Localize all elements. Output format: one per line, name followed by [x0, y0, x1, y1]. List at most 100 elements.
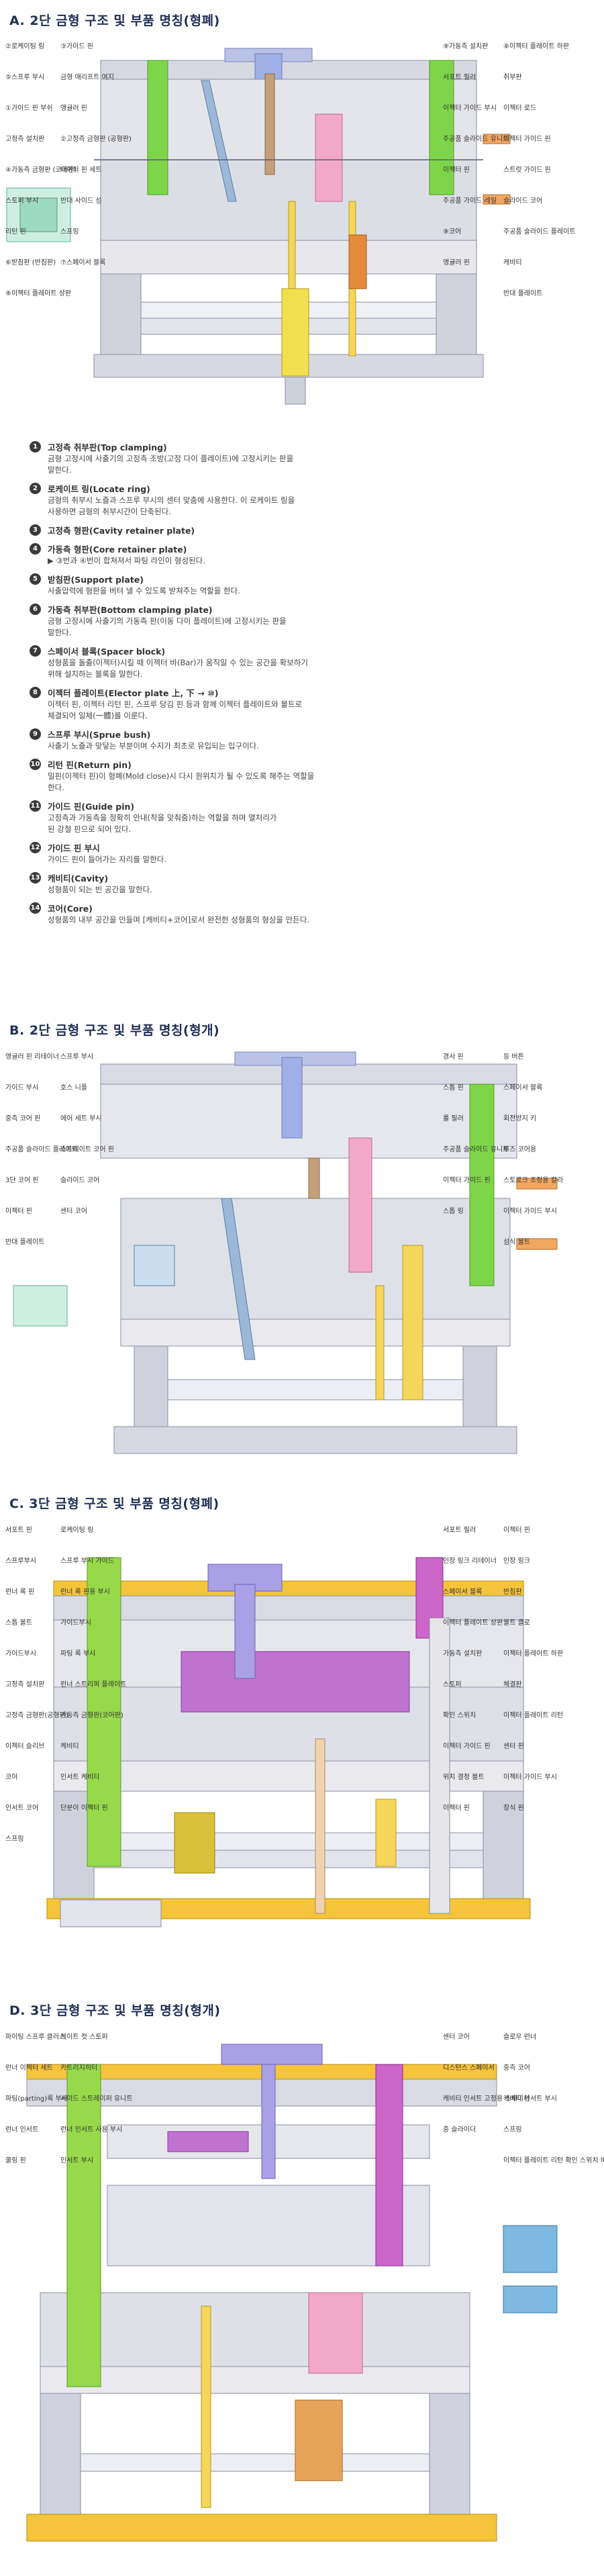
diagram-b-callout: 회전방지 키: [503, 1115, 537, 1123]
diagram-a-callout: 서포트 필러: [443, 74, 476, 81]
legend-item-description: 사출기 노즐과 맞닿는 부분이며 수지가 최초로 유입되는 입구이다.: [48, 741, 580, 752]
diagram-c-callout: 케비티: [60, 1743, 79, 1750]
legend-item-description: 금형 고정시에 사출기의 가동측 판(이동 다이 플레이트)에 고정시키는 판을…: [48, 616, 580, 638]
legend-item-description: 가이드 핀이 들어가는 자리를 말한다.: [48, 854, 580, 865]
diagram-c-callout: 인서트 코어: [5, 1805, 39, 1812]
diagram-b-callout: 롤 필러: [443, 1115, 464, 1123]
diagram-b-callout: 루즈 코어용: [503, 1146, 537, 1153]
diagram-a-callout: 반대 플레이트: [503, 290, 543, 297]
diagram-c-callout: 이젝터 핀: [503, 1527, 530, 1534]
diagram-d-callout: 파팅(parting)록 부시: [5, 2095, 68, 2103]
diagram-a-callout: ⑧이젝터 플레이트 하판: [503, 43, 570, 50]
section-d-title: D. 3단 금형 구조 및 부품 명칭(형개): [9, 2003, 221, 2018]
diagram-a-callout: ③가이드 핀: [60, 43, 93, 50]
section-c-title: C. 3단 금형 구조 및 부품 명칭(형폐): [9, 1496, 219, 1511]
legend-description-line: 사출압력에 형판을 버텨 낼 수 있도록 받쳐주는 역할을 한다.: [48, 586, 240, 595]
diagram-c-callout: 가이드부시: [60, 1619, 91, 1627]
legend-item-description: 성형품이 되는 빈 공간을 말한다.: [48, 884, 580, 896]
diagram-c-callout: 런너 록 핀: [5, 1588, 35, 1596]
legend-description-line: 위해 설치하는 블록을 말한다.: [48, 669, 143, 679]
diagram-c-callout: 파팅 록 부시: [60, 1650, 96, 1658]
diagram-c-callout: 가동측 금형판(코어판): [60, 1712, 123, 1719]
diagram-c-callout: 스프루 부시 가이드: [60, 1558, 114, 1565]
diagram-d-callout: 센터 코어: [443, 2034, 470, 2041]
diagram-a-callout: 반대 사이드 섬: [60, 197, 102, 205]
diagram-d-callout: 슬로우 런너: [503, 2034, 537, 2041]
diagram-a-callout: ④가동측 금형판 (코어판): [5, 166, 77, 174]
legend-description-line: 이젝터 핀, 이젝터 리턴 핀, 스프루 당김 핀 등과 함께 이젝터 플레이트…: [48, 700, 303, 709]
diagram-c-callout: 스프루부시: [5, 1558, 36, 1565]
diagram-d-callout: 쿨링 핀: [5, 2157, 26, 2164]
diagram-b-callout: 앵귤러 핀 리테이너: [5, 1053, 59, 1061]
legend-description-line: 성형품이 되는 빈 공간을 말한다.: [48, 885, 152, 894]
diagram-a-callout: 주공품 슬라이드 유니트: [443, 136, 509, 143]
legend-item-title: 받침판(Support plate): [48, 575, 144, 585]
legend-description-line: 가이드 핀이 들어가는 자리를 말한다.: [48, 855, 166, 864]
diagram-b-callout: 주공품 슬라이드 유니트: [443, 1146, 509, 1153]
diagram-c-callout: 체결판: [503, 1681, 522, 1688]
diagram-c-callout: 장식 핀: [503, 1805, 524, 1812]
legend-item-title: 가이드 핀 부시: [48, 843, 100, 853]
legend-description-line: 고정측과 가동측을 정확히 안내(착을 맞춰줌)하는 역할을 하며 열처리가: [48, 813, 277, 822]
diagram-a-callout: 앵귤러 핀: [443, 259, 470, 267]
diagram-a-callout: ⑧이젝터 플레이트 상판: [5, 290, 72, 297]
diagram-b-callout: 이젝터 가이드 핀: [443, 1177, 491, 1184]
legend-item-description: ▶ ③번과 ④번이 합쳐져서 파팅 라인이 형성된다.: [48, 555, 580, 567]
diagram-a-callout: ②고정측 금형판 (공형판): [60, 136, 132, 143]
diagram-c-callout: 가이드부시: [5, 1650, 36, 1658]
diagram-c-callout: 센터 핀: [503, 1743, 524, 1750]
diagram-a-callout: 주공품 슬라이드 플레이트: [503, 228, 576, 236]
diagram-c-callout: 로케이팅 링: [60, 1527, 94, 1534]
legend-description-line: 사용하면 금형의 취부시간이 단축된다.: [48, 507, 171, 516]
diagram-a-callout: 캐비티: [503, 259, 522, 267]
diagram-c-callout: 런너 스트리퍼 플레이트: [60, 1681, 127, 1688]
legend-number-badge: 1: [30, 441, 41, 452]
diagram-b-callout: 스토로크 조정용 칼라: [503, 1177, 564, 1184]
diagram-d-callout: 디스턴스 스페이서: [443, 2064, 495, 2072]
legend-item-title: 코어(Core): [48, 904, 93, 914]
diagram-c-callout: 이젝터 플레이트 하판: [503, 1650, 564, 1658]
diagram-b-callout: 에어 세트 부시: [60, 1115, 102, 1123]
legend-description-line: 금형 고정시에 사출기의 고정측 조방(고정 다이 플레이트)에 고정시키는 판…: [48, 454, 294, 463]
diagram-c-callout: 스페이서 블록: [443, 1588, 483, 1596]
diagram-a-callout: ①가이드 핀 부쉬: [5, 105, 53, 112]
legend-item-description: 성형품의 내부 공간을 만들며 [캐비티+코어]로서 완전한 성형품의 형상을 …: [48, 914, 580, 926]
diagram-d-callout: 파이팅 스프루 클러스: [5, 2034, 66, 2041]
diagram-c-callout: 인장 링크 리테이너: [443, 1558, 497, 1565]
legend-number-badge: 6: [30, 604, 41, 615]
diagram-c-callout: 스프링: [5, 1835, 24, 1843]
diagram-c-callout: 이젝터 가이드 핀: [443, 1743, 491, 1750]
legend-description-line: 사출기 노즐과 맞닿는 부분이며 수지가 최초로 유입되는 입구이다.: [48, 741, 259, 751]
diagram-a-callout: 금형 애리프트 여지: [60, 74, 114, 81]
diagram-d-callout: 중 슬라이더: [443, 2126, 476, 2134]
diagram-a-callout: 리턴 핀: [5, 228, 26, 236]
legend-number-badge: 4: [30, 543, 41, 555]
diagram-a-callout: 앵귤러 핀: [60, 105, 87, 112]
legend-number-badge: 11: [30, 800, 41, 812]
diagram-d-callout: 카트리지히터: [60, 2064, 98, 2072]
legend-description-line: 한다.: [48, 783, 64, 792]
diagram-c-callout: 고정측 설치판: [5, 1681, 45, 1688]
legend-description-line: 밀핀(이젝터 핀)이 형폐(Mold close)시 다시 원위치가 될 수 있…: [48, 771, 315, 781]
diagram-b-callout: 이젝터 가이드 부시: [503, 1208, 557, 1215]
diagram-b-callout: 3단 코어 핀: [5, 1177, 39, 1184]
diagram-c-callout: 반침판: [503, 1588, 522, 1596]
diagram-b-callout: 스톱 핀: [443, 1084, 464, 1092]
section-b-title: B. 2단 금형 구조 및 부품 명칭(형개): [9, 1023, 220, 1038]
legend-description-line: 성형품의 내부 공간을 만들며 [캐비티+코어]로서 완전한 성형품의 형상을 …: [48, 915, 310, 924]
